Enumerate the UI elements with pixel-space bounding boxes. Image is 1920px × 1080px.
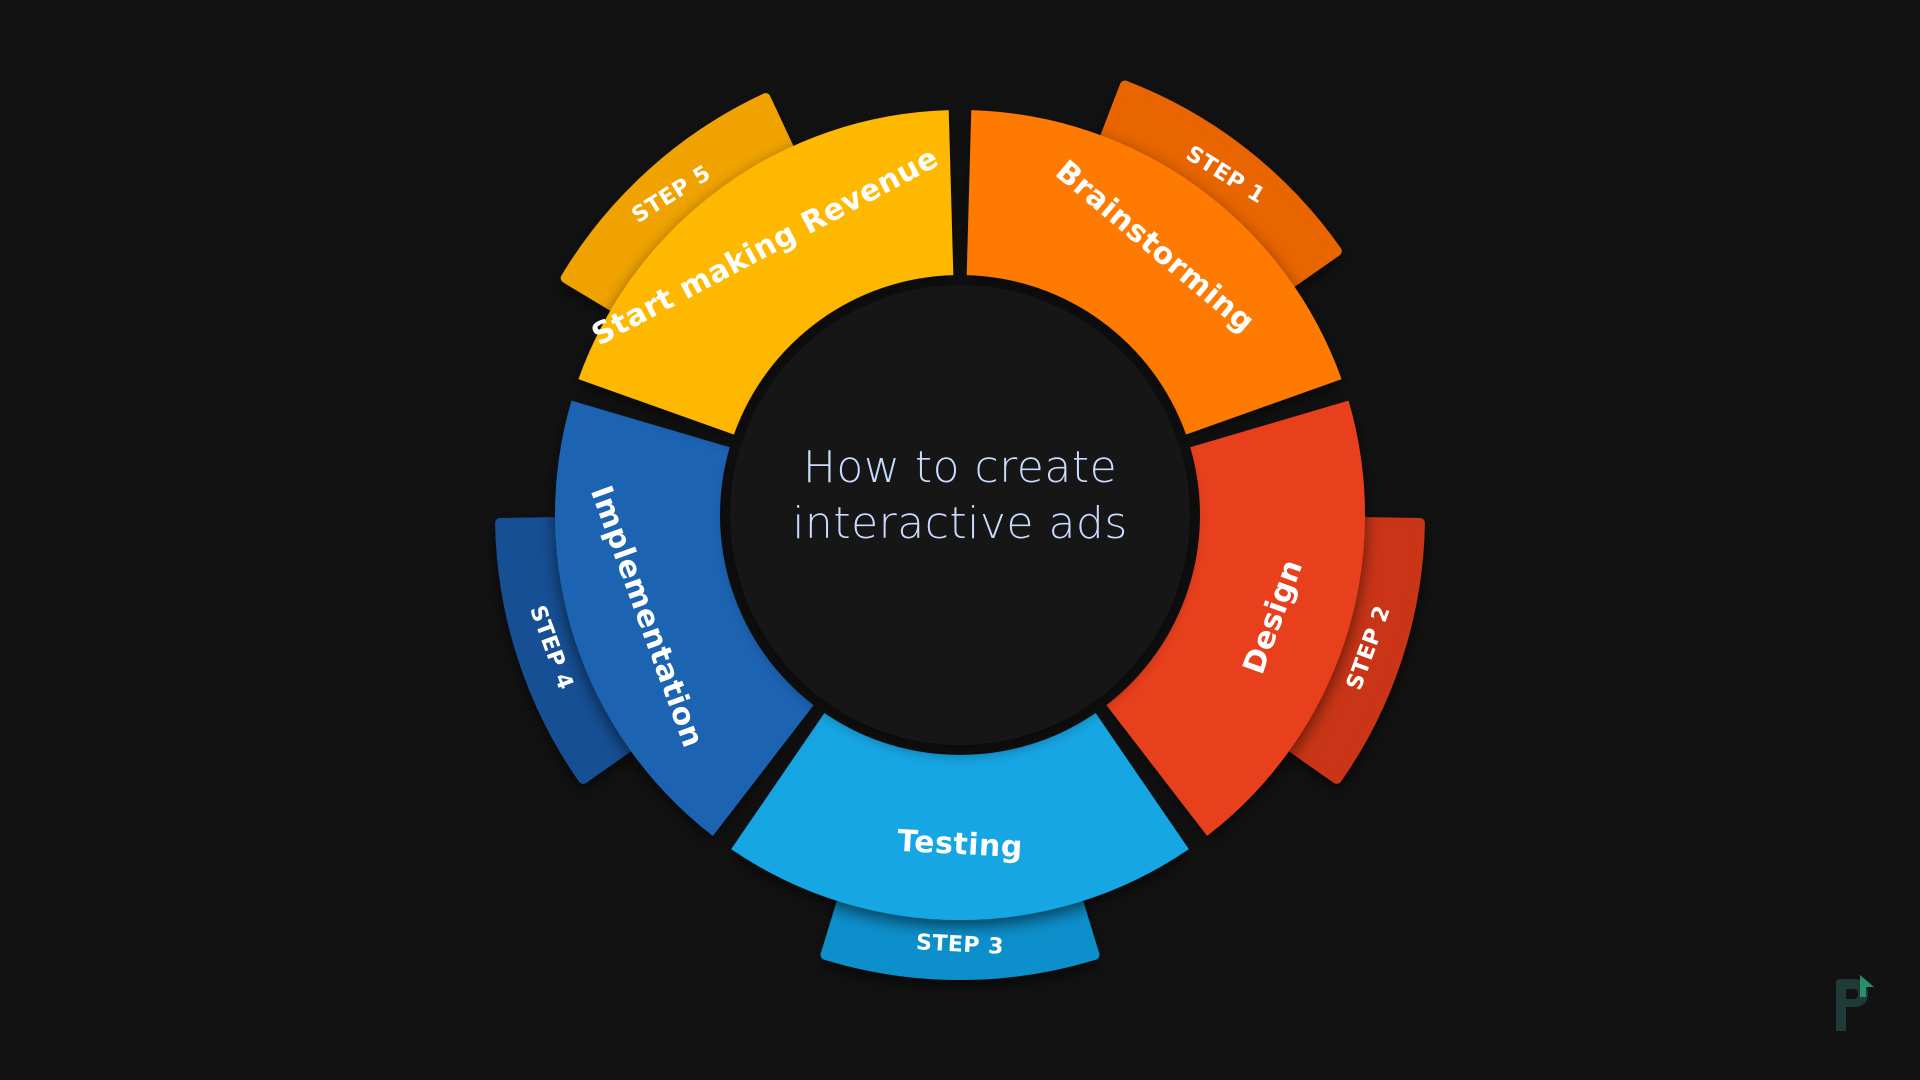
segment-3	[731, 713, 1189, 920]
segment-4	[555, 400, 814, 836]
brand-logo-icon	[1836, 975, 1874, 1031]
segment-5	[578, 110, 954, 435]
center-disk	[730, 285, 1190, 745]
segment-label-3: Testing	[896, 824, 1023, 866]
center-title-line-1: How to create	[802, 442, 1118, 493]
segment-2	[1106, 400, 1366, 836]
step-label-3: STEP 3	[915, 930, 1004, 960]
segment-1	[966, 110, 1342, 435]
center-title: How to create interactive ads	[710, 440, 1210, 552]
center-title-line-2: interactive ads	[792, 498, 1128, 549]
